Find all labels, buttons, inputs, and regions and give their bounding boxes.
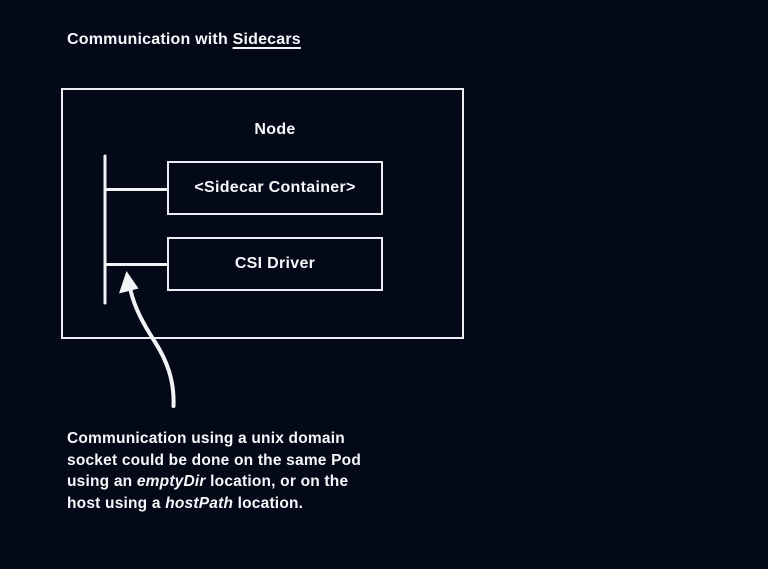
csi-driver-box: CSI Driver [167,237,383,291]
sidecar-container-label: <Sidecar Container> [194,179,356,196]
emptydir-term: emptyDir [136,473,206,491]
caption-text: Communication using a unix domain socket… [67,428,361,514]
caption-line-4: host using a hostPath location. [67,494,304,512]
caption-line-3: using an emptyDir location, or on the [67,473,349,491]
sidecar-container-box: <Sidecar Container> [167,161,383,215]
csi-driver-label: CSI Driver [234,255,316,272]
sidecars-link[interactable]: Sidecars [232,31,301,48]
node-boundary-box [61,88,464,339]
caption-line-1: Communication using a unix domain [67,430,345,447]
hostpath-term: hostPath [165,494,234,512]
caption-line-2: socket could be done on the same Pod [67,451,362,469]
slide-title: Communication with Sidecars [67,31,301,49]
node-label: Node [254,121,296,138]
slide-title-text: Communication with [67,31,233,48]
